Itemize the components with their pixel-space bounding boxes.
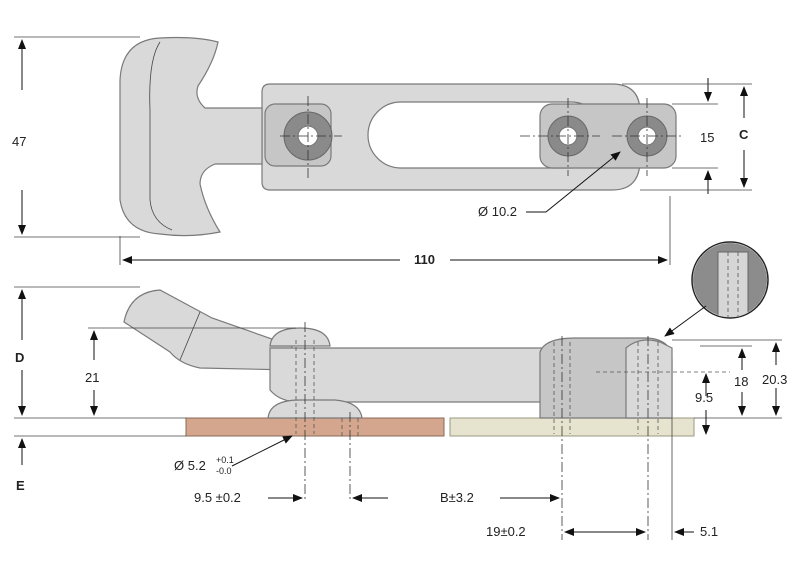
top-view: 47 110 15 C Ø 10.2 [12,36,752,267]
dim-5-1: 5.1 [700,524,718,539]
side-view: D 21 E 9.5 18 20.3 Ø 5.2 +0.1 -0.0 9.5 ±… [14,241,787,540]
dim-screw: Ø 5.2 [174,458,206,473]
dim-19: 19±0.2 [486,524,526,539]
dim-9-5: 9.5 [695,390,713,405]
plate-left [185,417,445,437]
dim-47: 47 [12,134,26,149]
dim-e: E [16,478,25,493]
dim-21: 21 [85,370,99,385]
dim-hole: Ø 10.2 [478,204,517,219]
dim-20-3: 20.3 [762,372,787,387]
dim-b: B±3.2 [440,490,474,505]
t-handle [119,36,263,237]
dim-screw-tol-plus: +0.1 [216,455,234,465]
dim-offset: 9.5 ±0.2 [194,490,241,505]
dim-screw-tol-minus: -0.0 [216,466,232,476]
dim-c: C [739,127,749,142]
dim-110: 110 [414,252,435,267]
dim-18: 18 [734,374,748,389]
dim-d: D [15,350,24,365]
rivet-base [267,399,363,419]
bracket-pin-head [625,339,673,419]
handle-tilted [123,289,293,371]
t-handle-edge [149,41,173,231]
plate-right [449,417,695,437]
rivet-top [269,327,331,347]
dim-15: 15 [700,130,714,145]
